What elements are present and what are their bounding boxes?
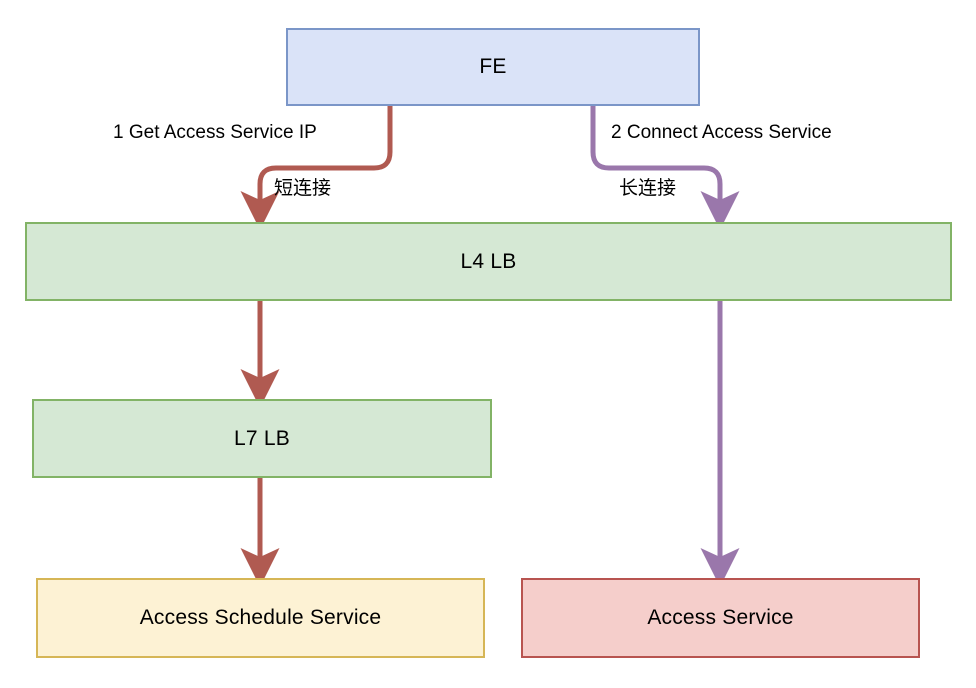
edge-label-get-access-service-ip: 1 Get Access Service IP xyxy=(113,122,317,143)
node-access-service-label: Access Service xyxy=(647,606,794,630)
edge-label-short-connection: 短连接 xyxy=(274,178,332,199)
edge-label-connect-access-service: 2 Connect Access Service xyxy=(611,122,832,143)
node-access-schedule-service[interactable]: Access Schedule Service xyxy=(36,578,485,658)
node-access-service[interactable]: Access Service xyxy=(521,578,920,658)
node-l4-lb-label: L4 LB xyxy=(460,249,517,273)
node-fe[interactable]: FE xyxy=(286,28,700,106)
node-l7-lb[interactable]: L7 LB xyxy=(32,399,492,478)
edge-label-long-connection: 长连接 xyxy=(619,178,677,199)
node-fe-label: FE xyxy=(479,55,507,79)
node-l4-lb[interactable]: L4 LB xyxy=(25,222,952,301)
node-l7-lb-label: L7 LB xyxy=(234,426,290,450)
node-access-schedule-service-label: Access Schedule Service xyxy=(139,606,382,630)
